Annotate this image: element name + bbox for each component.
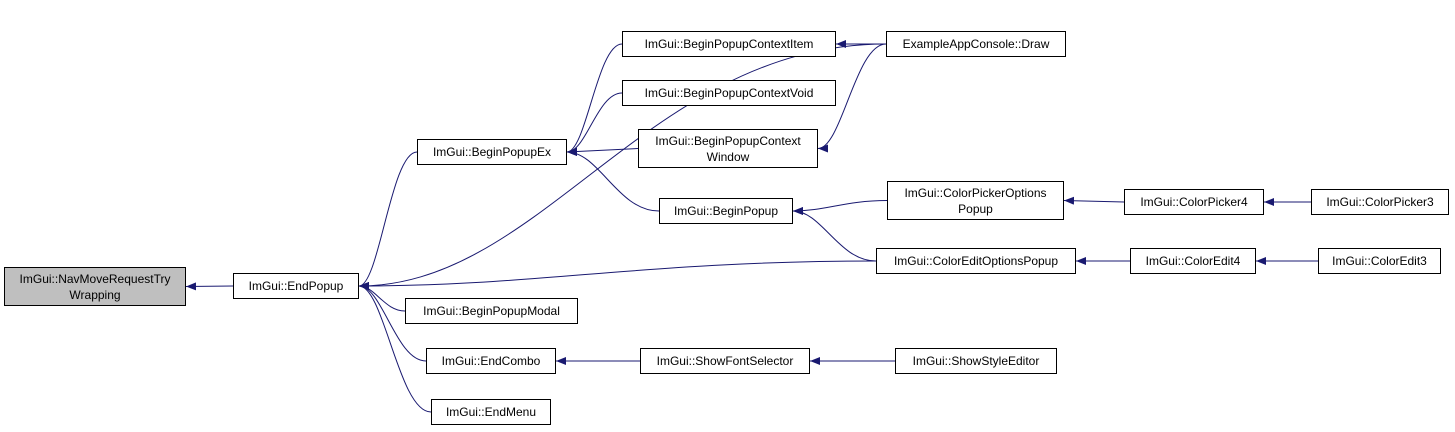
edge-cpoptions-to-beginpopup <box>792 200 888 215</box>
node-endcombo[interactable]: ImGui::EndCombo <box>426 348 556 374</box>
node-coloreditoptionspopup[interactable]: ImGui::ColorEditOptionsPopup <box>876 248 1076 274</box>
edge-bpcvoid-to-beginpopupex <box>566 92 623 156</box>
edge-ceoptions-to-endpopup <box>358 260 877 290</box>
edge-cp4-to-cpoptions <box>1063 196 1125 205</box>
edge-endpopup-to-nav <box>185 282 234 291</box>
node-exampleappconsole-draw[interactable]: ExampleAppConsole::Draw <box>886 31 1066 57</box>
node-coloredit4[interactable]: ImGui::ColorEdit4 <box>1130 248 1256 274</box>
node-endpopup[interactable]: ImGui::EndPopup <box>233 273 359 299</box>
node-navmoverequesttrywrapping: ImGui::NavMoveRequestTry Wrapping <box>4 267 186 306</box>
edge-beginpopup-to-beginpopupex <box>566 148 660 212</box>
edge-consoledraw-to-bpcwindow <box>817 43 887 153</box>
edge-ceoptions-to-beginpopup <box>792 207 877 262</box>
edge-bpcitem-to-beginpopupex <box>566 43 623 156</box>
edge-beginpopupex-to-endpopup <box>358 151 418 290</box>
node-beginpopupcontextvoid[interactable]: ImGui::BeginPopupContextVoid <box>622 80 836 106</box>
node-beginpopupcontextwindow[interactable]: ImGui::BeginPopupContext Window <box>638 129 818 168</box>
node-colorpicker4[interactable]: ImGui::ColorPicker4 <box>1124 189 1264 215</box>
node-showstyleeditor[interactable]: ImGui::ShowStyleEditor <box>895 348 1057 374</box>
node-beginpopup[interactable]: ImGui::BeginPopup <box>659 198 793 224</box>
node-showfontselector[interactable]: ImGui::ShowFontSelector <box>640 348 810 374</box>
edge-bpcwindow-to-beginpopupex <box>566 147 639 156</box>
node-beginpopupmodal[interactable]: ImGui::BeginPopupModal <box>405 298 578 324</box>
node-colorpickeroptionspopup[interactable]: ImGui::ColorPickerOptions Popup <box>887 181 1064 220</box>
edge-endmenu-to-endpopup <box>358 282 432 413</box>
node-endmenu[interactable]: ImGui::EndMenu <box>431 399 551 425</box>
node-beginpopupcontextitem[interactable]: ImGui::BeginPopupContextItem <box>622 31 836 57</box>
edge-consoledraw-to-endpopup <box>358 43 887 290</box>
node-coloredit3[interactable]: ImGui::ColorEdit3 <box>1318 248 1441 274</box>
node-beginpopupex[interactable]: ImGui::BeginPopupEx <box>417 139 567 165</box>
node-colorpicker3[interactable]: ImGui::ColorPicker3 <box>1311 189 1449 215</box>
